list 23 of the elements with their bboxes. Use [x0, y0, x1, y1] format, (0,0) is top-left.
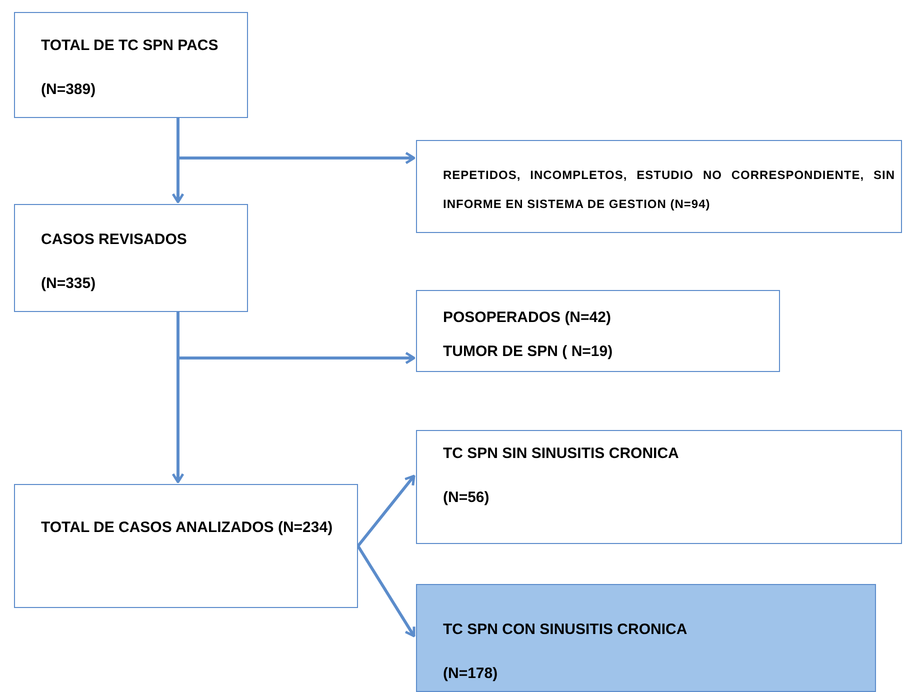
process-box [14, 204, 248, 312]
arrow [356, 545, 416, 638]
arrow [176, 118, 416, 164]
box-text: (N=178) [443, 665, 499, 683]
box-text: (N=56) [443, 489, 490, 507]
process-box [416, 430, 902, 544]
box-text: TOTAL DE TC SPN PACS [41, 37, 220, 55]
box-text: CASOS REVISADOS [41, 231, 188, 249]
process-box [416, 584, 876, 692]
box-text: POSOPERADOS (N=42) [443, 309, 612, 327]
process-box [416, 290, 780, 372]
box-text: (N=335) [41, 275, 97, 293]
arrow [356, 474, 416, 547]
box-text: (N=389) [41, 81, 97, 99]
box-text: REPETIDOS, INCOMPLETOS, ESTUDIO NO CORRESPONDIENTE, SIN INFORME EN SISTEMA DE GESTION (N=94) [443, 167, 895, 213]
process-box [14, 484, 358, 608]
process-box [416, 140, 902, 233]
box-text: TC SPN SIN SINUSITIS CRONICA [443, 445, 680, 463]
process-box [14, 12, 248, 118]
box-text: TC SPN CON SINUSITIS CRONICA [443, 621, 688, 639]
arrow [176, 312, 416, 364]
box-text: TOTAL DE CASOS ANALIZADOS (N=234) [41, 519, 334, 537]
box-text: TUMOR DE SPN ( N=19) [443, 343, 614, 361]
